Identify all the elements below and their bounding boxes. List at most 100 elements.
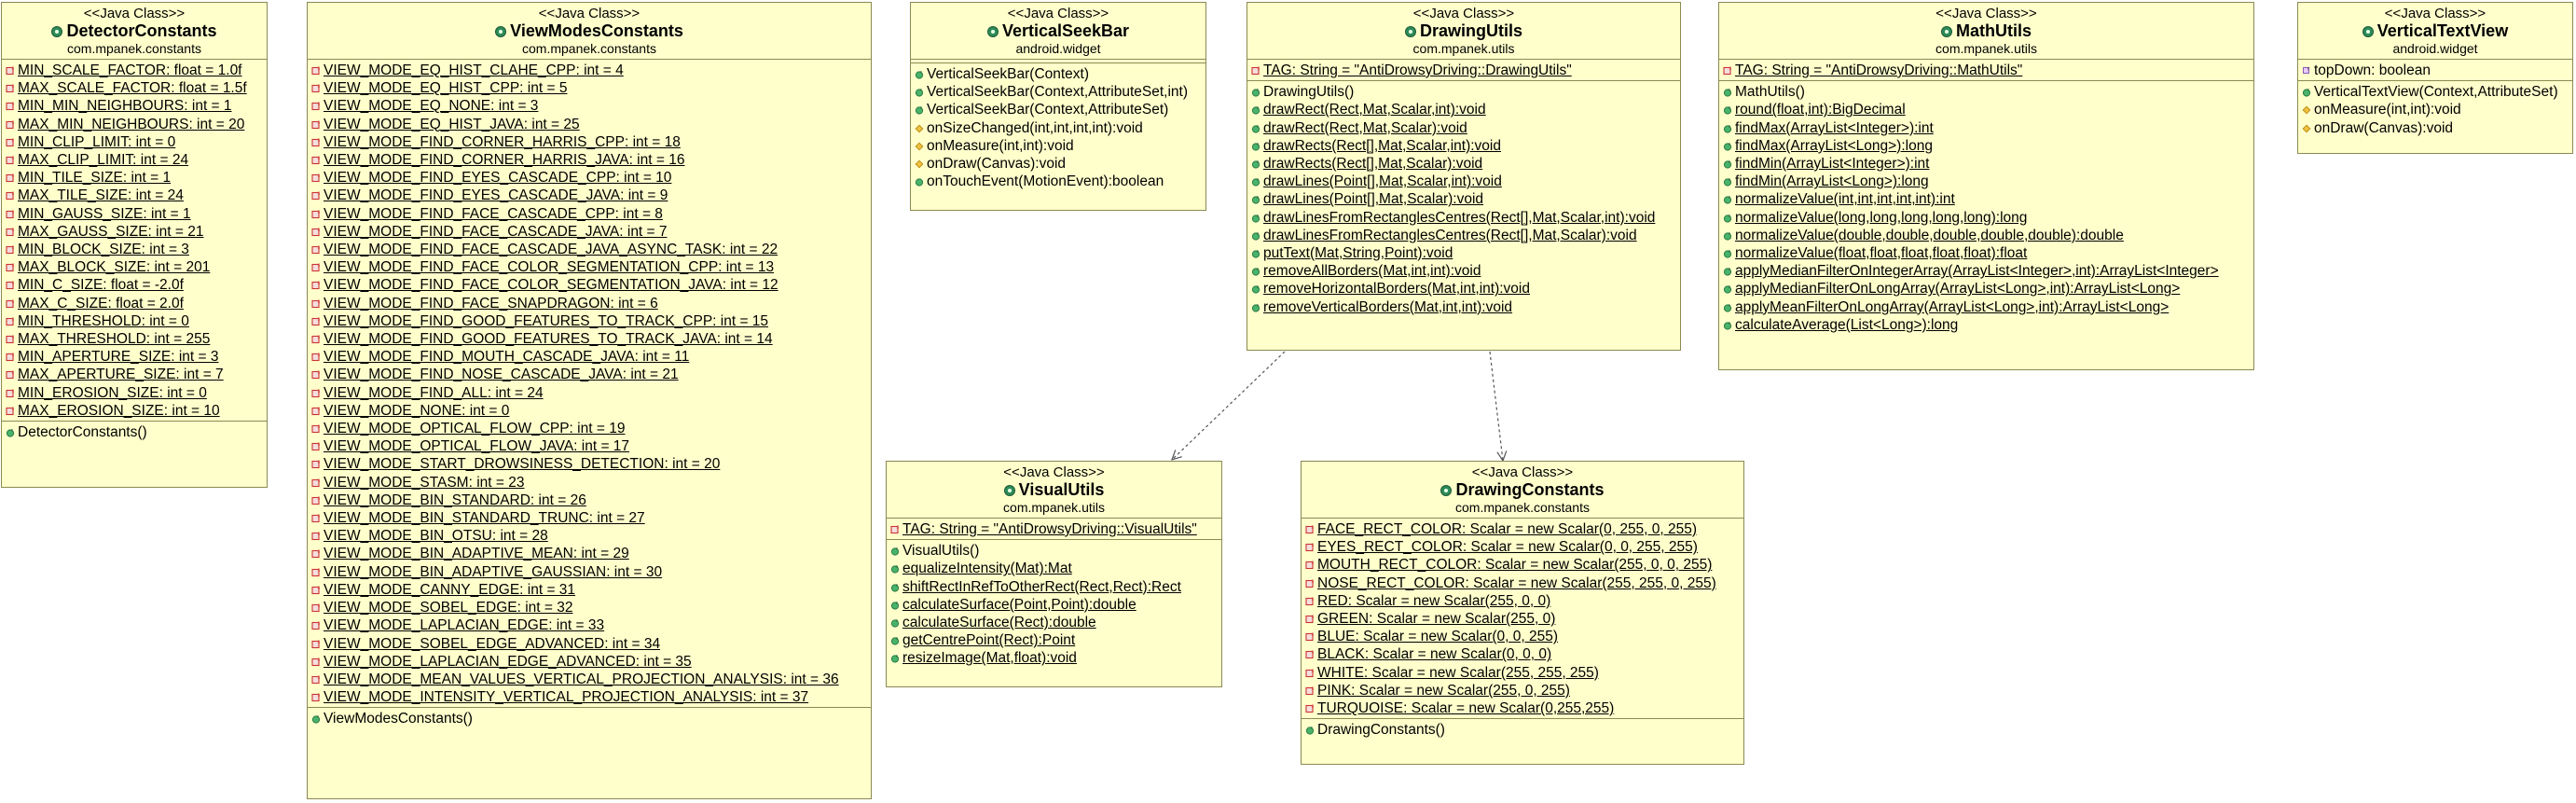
method-row[interactable]: onMeasure(int,int):void xyxy=(2298,101,2572,118)
method-row[interactable]: onTouchEvent(MotionEvent):boolean xyxy=(911,173,1205,190)
method-row[interactable]: onMeasure(int,int):void xyxy=(911,137,1205,155)
method-row[interactable]: onDraw(Canvas):void xyxy=(2298,119,2572,137)
